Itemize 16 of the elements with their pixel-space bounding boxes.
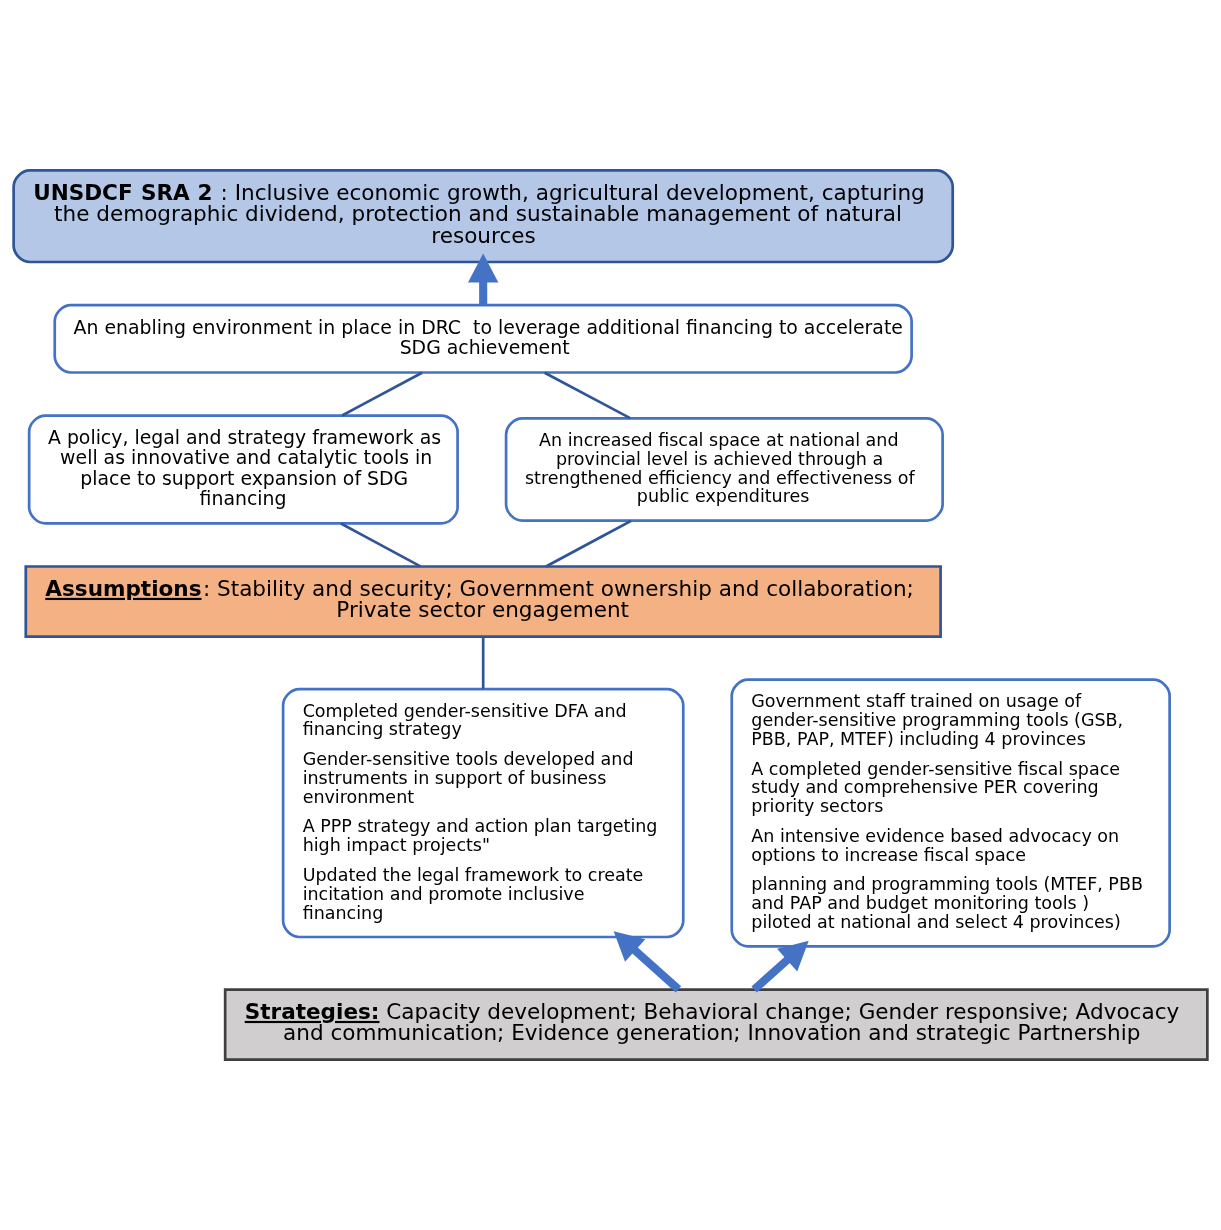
arrow: [751, 940, 809, 993]
node-box: Government staff trained on usage of gender-sensitive programming tools (GSB, PBB, PAP, MTEF) including 4 provinces A completed gender-sensitive fiscal space study and comprehensive PER covering priority sectors An intensive evidence based advocacy on options to increase fiscal space planning and programming tools (MTEF, PBB and PAP and budget monitoring tools ) piloted at national and select 4 provinces): [730, 678, 1171, 948]
node-box: A policy, legal and strategy framework as well as innovative and catalytic tools in place to support expansion of SDG financing: [27, 414, 459, 525]
node-box: Completed gender-sensitive DFA and financing strategy Gender-sensitive tools developed and instruments in support of business environment A PPP strategy and action plan targeting high impact projects" Updated the legal framework to create incitation and promote inclusive financing: [281, 687, 685, 939]
connector: [341, 371, 423, 417]
connector: [481, 636, 485, 689]
node-box: UNSDCF SRA 2 : Inclusive economic growth, agricultural development, capturing the demographic dividend, protection and sustainable management of natural resources: [12, 169, 955, 264]
connector: [340, 522, 422, 568]
node-box: Strategies: Capacity development; Behavioral change; Gender responsive; Advocacy and communication; Evidence generation; Innovation and strategic Partnership: [223, 988, 1209, 1061]
connector: [545, 519, 632, 568]
connector: [544, 371, 631, 420]
arrow: [613, 931, 682, 993]
node-box: Assumptions: Stability and security; Government ownership and collaboration; Private sector engagement: [24, 565, 942, 638]
node-box: An enabling environment in place in DRC to leverage additional financing to accelerate SDG achievement: [53, 303, 913, 374]
arrow: [468, 253, 499, 305]
node-box: An increased fiscal space at national and provincial level is achieved through a strengthened efficiency and effectiveness of public expenditures: [504, 416, 944, 523]
